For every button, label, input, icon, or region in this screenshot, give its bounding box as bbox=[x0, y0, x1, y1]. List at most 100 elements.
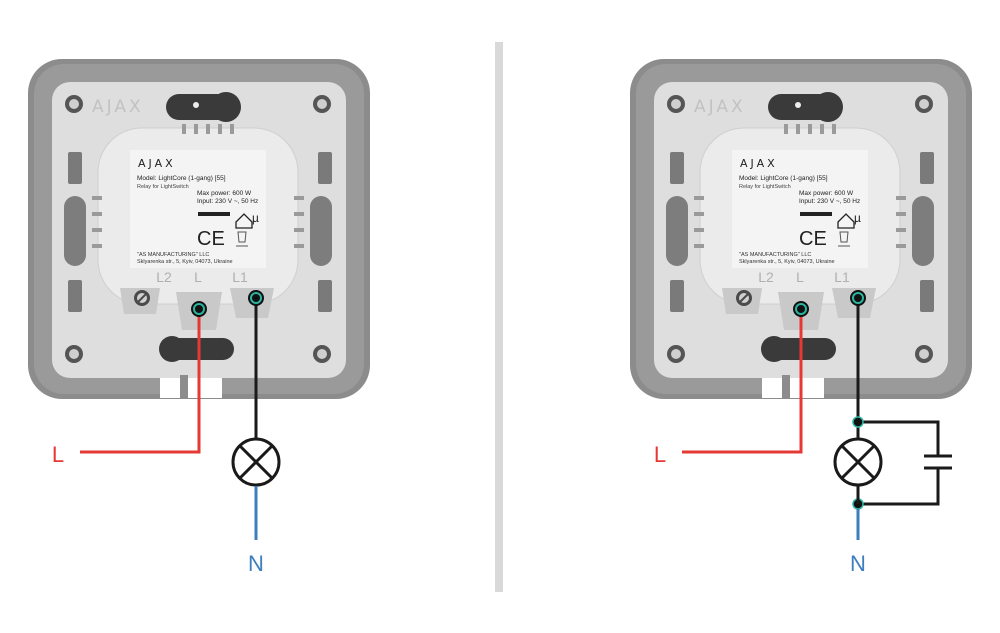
vent-tick bbox=[294, 244, 304, 248]
diagram-panel-without-capacitor: AJAX AJAX Model: LightCore (1-gang) [55] Re… bbox=[28, 59, 370, 576]
label-manufacturer: "AS MANUFACTURING" LLC bbox=[739, 252, 811, 258]
vent-tick bbox=[796, 124, 800, 134]
panel-divider bbox=[495, 42, 503, 592]
vent-tick bbox=[92, 244, 102, 248]
vent-tick bbox=[694, 212, 704, 216]
bottom-slot-hole bbox=[159, 336, 185, 362]
product-label bbox=[130, 150, 266, 268]
terminal-label-l: L bbox=[194, 269, 202, 285]
label-subtitle: Relay for LightSwitch bbox=[137, 184, 189, 190]
corner-hole-inner bbox=[671, 349, 681, 359]
vent-tick bbox=[784, 124, 788, 134]
embossed-brand: AJAX bbox=[92, 97, 144, 117]
mu-symbol: µ bbox=[854, 211, 861, 225]
terminal-screw-l2-slot bbox=[137, 293, 147, 303]
ce-mark-icon: CE bbox=[197, 228, 225, 250]
terminal-contact-ring bbox=[193, 303, 205, 315]
corner-hole-inner bbox=[317, 99, 327, 109]
house-icon bbox=[837, 213, 855, 229]
vent-tick bbox=[694, 196, 704, 200]
house-icon bbox=[235, 213, 253, 229]
corner-hole-inner bbox=[69, 349, 79, 359]
vent-tick bbox=[896, 244, 906, 248]
vent-tick bbox=[182, 124, 186, 134]
vent-tick bbox=[820, 124, 824, 134]
side-slot bbox=[920, 152, 934, 184]
neutral-label: N bbox=[850, 551, 866, 576]
label-address: Sklyarenka str., 5, Kyiv, 04073, Ukraine bbox=[137, 259, 233, 265]
corner-hole-inner bbox=[919, 349, 929, 359]
frame-notch-edge bbox=[180, 375, 188, 399]
vent-tick bbox=[694, 244, 704, 248]
terminal-contact-ring bbox=[852, 292, 864, 304]
label-address: Sklyarenka str., 5, Kyiv, 04073, Ukraine bbox=[739, 259, 835, 265]
vent-tick bbox=[294, 196, 304, 200]
keyhole-hole bbox=[211, 92, 241, 122]
terminal-contact-ring bbox=[795, 303, 807, 315]
side-slot bbox=[318, 152, 332, 184]
weee-bin-icon bbox=[838, 231, 850, 247]
strip-gauge bbox=[800, 212, 832, 216]
label-subtitle: Relay for LightSwitch bbox=[739, 184, 791, 190]
side-arc-right bbox=[310, 196, 332, 266]
terminal-screw-l2-slot bbox=[739, 293, 749, 303]
corner-hole-inner bbox=[919, 99, 929, 109]
label-input: Input: 230 V ~, 50 Hz bbox=[197, 198, 258, 205]
vent-tick bbox=[832, 124, 836, 134]
capacitor-bridge-wire bbox=[858, 420, 940, 506]
frame-notch bbox=[762, 378, 824, 398]
terminal-label-l2: L2 bbox=[156, 269, 172, 285]
vent-tick bbox=[294, 212, 304, 216]
frame-notch-edge bbox=[782, 375, 790, 399]
frame-notch bbox=[160, 378, 222, 398]
label-input: Input: 230 V ~, 50 Hz bbox=[799, 198, 860, 205]
vent-tick bbox=[896, 196, 906, 200]
vent-tick bbox=[206, 124, 210, 134]
terminal-label-l1: L1 bbox=[232, 269, 248, 285]
side-slot bbox=[318, 280, 332, 312]
label-brand: AJAX bbox=[138, 157, 176, 170]
vent-tick bbox=[896, 212, 906, 216]
side-slot bbox=[68, 152, 82, 184]
phase-label: L bbox=[52, 442, 64, 467]
phase-wire bbox=[682, 309, 803, 454]
vent-tick bbox=[218, 124, 222, 134]
label-max-power: Max power: 600 W bbox=[799, 190, 854, 197]
terminal-contact-ring bbox=[250, 292, 262, 304]
side-slot bbox=[670, 152, 684, 184]
bottom-slot-hole bbox=[761, 336, 787, 362]
label-manufacturer: "AS MANUFACTURING" LLC bbox=[137, 252, 209, 258]
side-arc-right bbox=[912, 196, 934, 266]
phase-label: L bbox=[654, 442, 666, 467]
label-model: Model: LightCore (1-gang) [55] bbox=[137, 175, 226, 182]
corner-hole-inner bbox=[69, 99, 79, 109]
vent-tick bbox=[230, 124, 234, 134]
product-label bbox=[732, 150, 868, 268]
phase-wire bbox=[80, 309, 201, 454]
keyhole-pin bbox=[193, 102, 199, 108]
terminal-label-l2: L2 bbox=[758, 269, 774, 285]
label-max-power: Max power: 600 W bbox=[197, 190, 252, 197]
corner-hole-inner bbox=[671, 99, 681, 109]
vent-tick bbox=[92, 228, 102, 232]
corner-hole-inner bbox=[317, 349, 327, 359]
keyhole-pin bbox=[795, 102, 801, 108]
mu-symbol: µ bbox=[252, 211, 259, 225]
label-brand: AJAX bbox=[740, 157, 778, 170]
vent-tick bbox=[808, 124, 812, 134]
side-arc-left bbox=[666, 196, 688, 266]
side-slot bbox=[670, 280, 684, 312]
embossed-brand: AJAX bbox=[694, 97, 746, 117]
vent-tick bbox=[694, 228, 704, 232]
neutral-label: N bbox=[248, 551, 264, 576]
terminal-label-l1: L1 bbox=[834, 269, 850, 285]
side-arc-left bbox=[64, 196, 86, 266]
vent-tick bbox=[92, 196, 102, 200]
vent-tick bbox=[194, 124, 198, 134]
lamp-cross-b bbox=[238, 444, 274, 480]
vent-tick bbox=[294, 228, 304, 232]
weee-bin-icon bbox=[236, 231, 248, 247]
vent-tick bbox=[92, 212, 102, 216]
